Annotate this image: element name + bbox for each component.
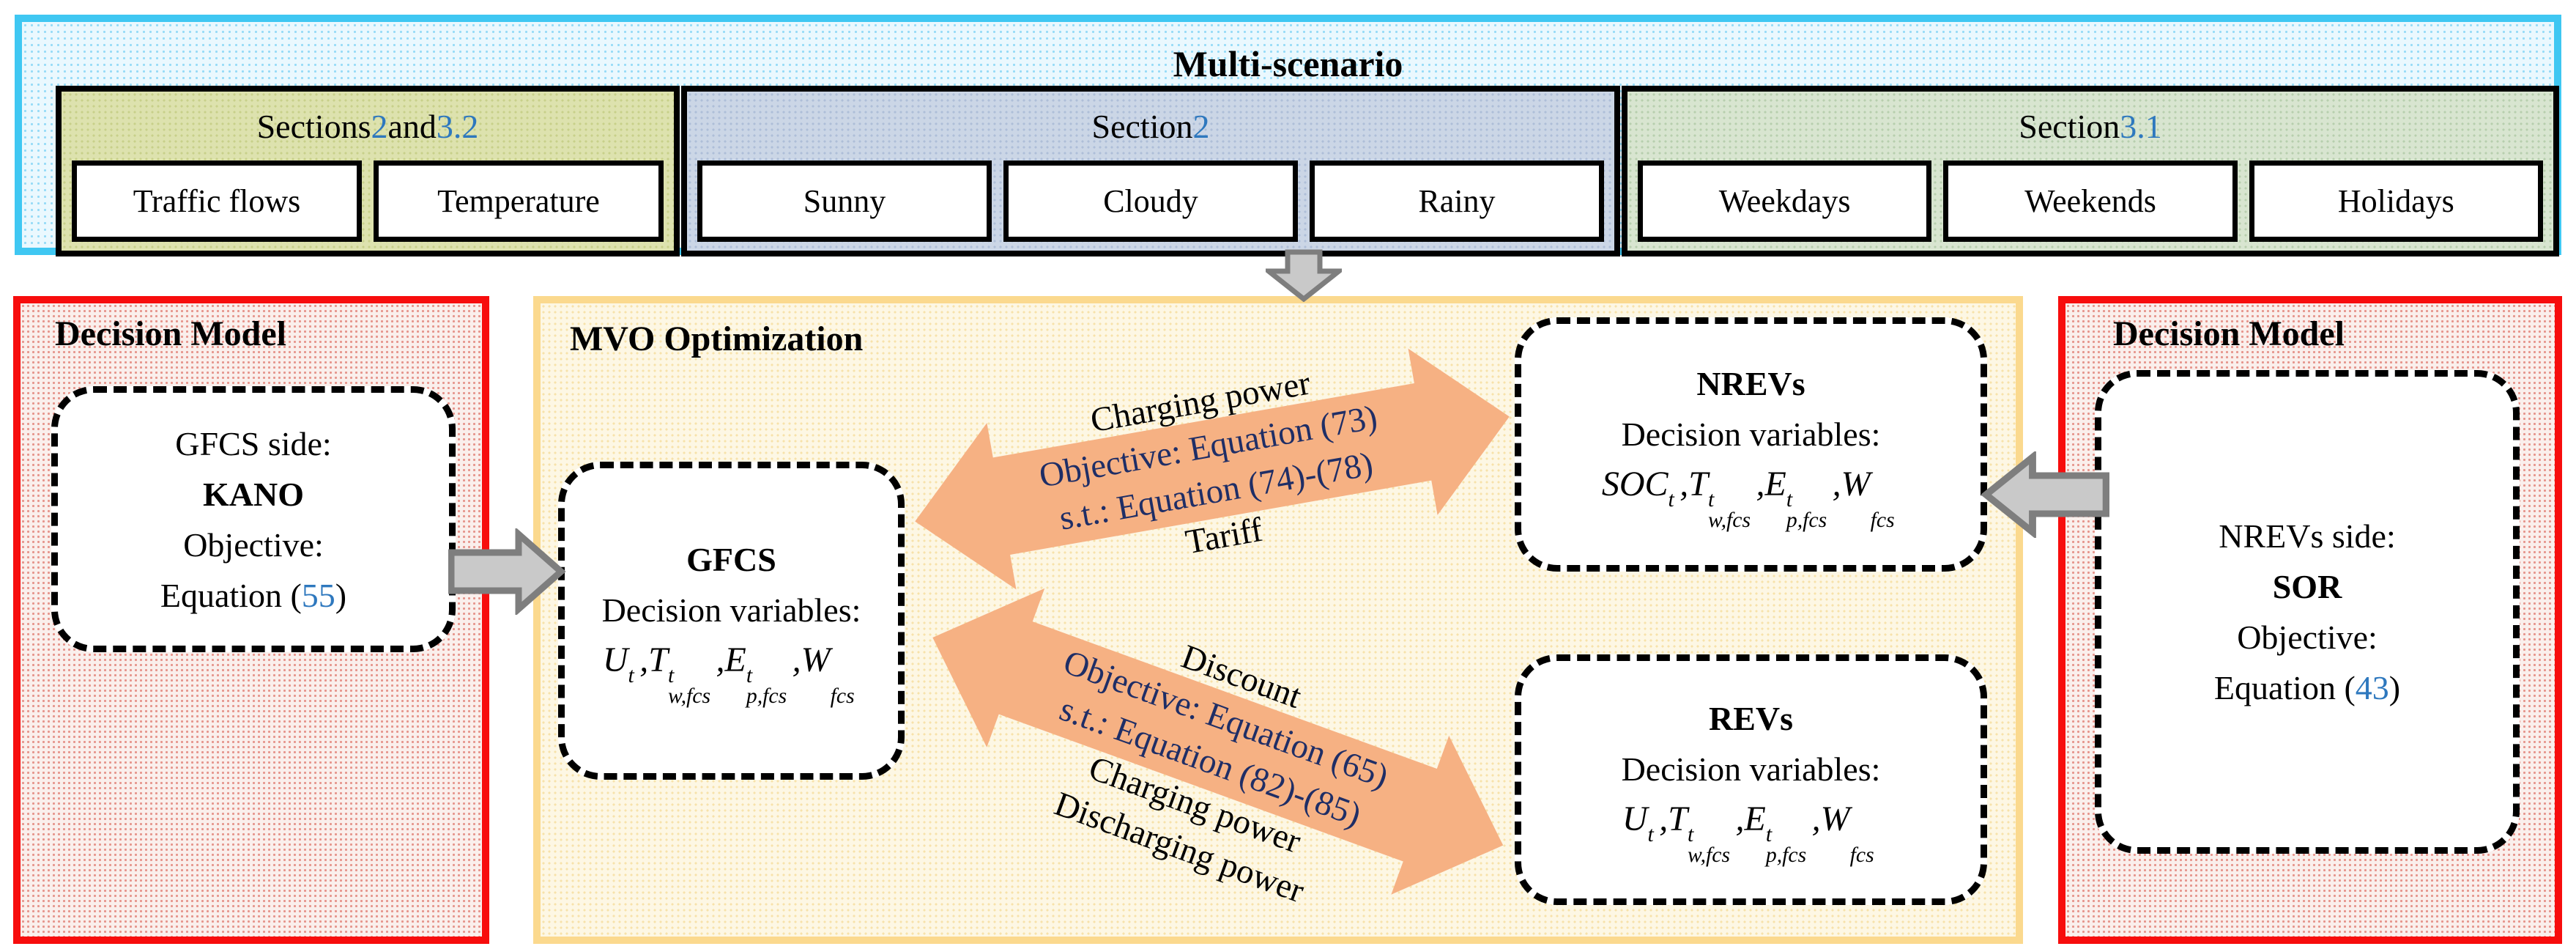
group-boxes: Weekdays Weekends Holidays: [1627, 160, 2553, 251]
group-header-section-2: Section 2: [1091, 107, 1210, 145]
scenario-box-holidays: Holidays: [2249, 160, 2543, 242]
gfcs-name: GFCS: [686, 541, 776, 579]
scenario-box-weekends: Weekends: [1943, 160, 2238, 242]
gfcs-nrevs-exchange-arrow: Charging power Objective: Equation (73) …: [882, 260, 1543, 677]
gfcs-revs-exchange-arrow: Discount Objective: Equation (65) s.t.: …: [855, 477, 1567, 949]
group-boxes: Traffic flows Temperature: [62, 160, 674, 251]
group-header-sections-2-3-2: Sections 2 and 3.2: [256, 107, 479, 145]
scenario-box-weekdays: Weekdays: [1638, 160, 1932, 242]
revs-name: REVs: [1708, 700, 1794, 738]
right-to-nrevs-arrow-icon: [1981, 451, 2109, 538]
nrevs-name: NREVs: [1696, 364, 1805, 402]
scenario-box-cloudy: Cloudy: [1003, 160, 1298, 242]
gfcs-subtitle: Decision variables:: [601, 591, 861, 629]
kano-line-equation: Equation (55): [160, 576, 347, 614]
sor-line-sor: SOR: [2272, 568, 2342, 605]
scenario-box-rainy: Rainy: [1310, 160, 1604, 242]
multi-scenario-panel: Multi-scenario Sections 2 and 3.2 Traffi…: [15, 15, 2561, 256]
sor-model-box: NREVs side: SOR Objective: Equation (43): [2095, 370, 2520, 854]
double-arrow-icon: [932, 588, 1504, 895]
kano-line-objective: Objective:: [183, 525, 324, 564]
down-arrow-icon: [1266, 249, 1342, 302]
sor-line-equation: Equation (43): [2213, 669, 2401, 706]
scenario-box-temperature: Temperature: [374, 160, 664, 242]
kano-line-kano: KANO: [203, 475, 304, 513]
group-boxes: Sunny Cloudy Rainy: [687, 160, 1614, 251]
left-to-gfcs-arrow-icon: [448, 528, 565, 615]
mvo-title: MVO Optimization: [570, 320, 864, 358]
kano-line-gfcs-side: GFCS side:: [175, 424, 332, 462]
right-decision-model-title: Decision Model: [2113, 314, 2345, 353]
nrevs-subtitle: Decision variables:: [1621, 415, 1881, 453]
revs-subtitle: Decision variables:: [1621, 750, 1881, 789]
multi-scenario-title: Multi-scenario: [1173, 43, 1403, 84]
scenario-group-daytype: Section 3.1 Weekdays Weekends Holidays: [1622, 86, 2559, 256]
scenario-box-sunny: Sunny: [697, 160, 992, 242]
kano-model-box: GFCS side: KANO Objective: Equation (55): [51, 386, 456, 652]
group-header-section-3-1: Section 3.1: [2019, 107, 2162, 145]
scenario-group-weather: Section 2 Sunny Cloudy Rainy: [681, 86, 1620, 256]
sor-line-nrevs-side: NREVs side:: [2219, 517, 2396, 555]
scenario-groups-row: Sections 2 and 3.2 Traffic flows Tempera…: [56, 86, 2559, 256]
left-decision-model-title: Decision Model: [55, 314, 286, 353]
scenario-group-traffic-temperature: Sections 2 and 3.2 Traffic flows Tempera…: [56, 86, 680, 256]
scenario-box-traffic-flows: Traffic flows: [72, 160, 362, 242]
double-arrow-icon: [915, 348, 1510, 590]
sor-line-objective: Objective:: [2237, 618, 2378, 656]
